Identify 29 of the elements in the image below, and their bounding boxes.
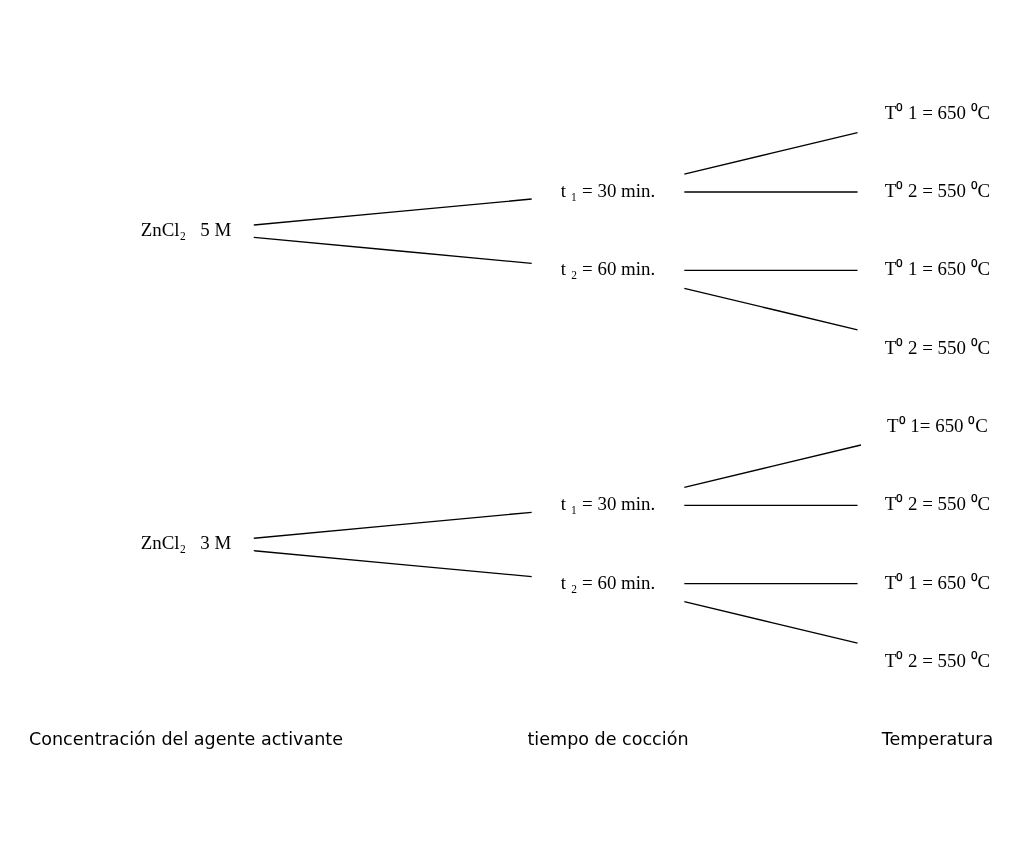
connector	[683, 582, 859, 584]
node-text: t ₁ = 30 min.	[560, 179, 656, 201]
node-text: T⁰ 2 = 550 ⁰C	[884, 336, 991, 358]
connector	[253, 197, 533, 226]
connector	[683, 287, 859, 330]
node-text: t ₂ = 60 min.	[560, 257, 656, 279]
node-text: T⁰ 1 = 650 ⁰C	[884, 257, 991, 279]
node-text: T⁰ 2 = 550 ⁰C	[884, 649, 991, 671]
node-text: T⁰ 1 = 650 ⁰C	[884, 571, 991, 593]
node-text: t ₂ = 60 min.	[560, 571, 656, 593]
connector	[683, 504, 859, 506]
node-text: T⁰ 1= 650 ⁰C	[887, 414, 988, 436]
label: tiempo de cocción	[527, 728, 689, 749]
connector	[683, 443, 862, 488]
connector	[253, 236, 533, 264]
node-text: T⁰ 1 = 650 ⁰C	[884, 101, 991, 123]
connector	[253, 549, 533, 577]
connector	[683, 131, 859, 175]
connector	[683, 600, 859, 644]
label: Temperatura	[881, 728, 994, 749]
connector	[683, 269, 859, 271]
label: Concentración del agente activante	[29, 728, 344, 749]
node-text: t ₁ = 30 min.	[560, 492, 656, 514]
node-text: T⁰ 2 = 550 ⁰C	[884, 179, 991, 201]
node-text: T⁰ 2 = 550 ⁰C	[884, 492, 991, 514]
connector	[683, 190, 859, 193]
connector	[253, 511, 533, 539]
node-text: ZnCl₂ 5 M	[140, 218, 232, 240]
node-text: ZnCl₂ 3 M	[140, 531, 232, 553]
